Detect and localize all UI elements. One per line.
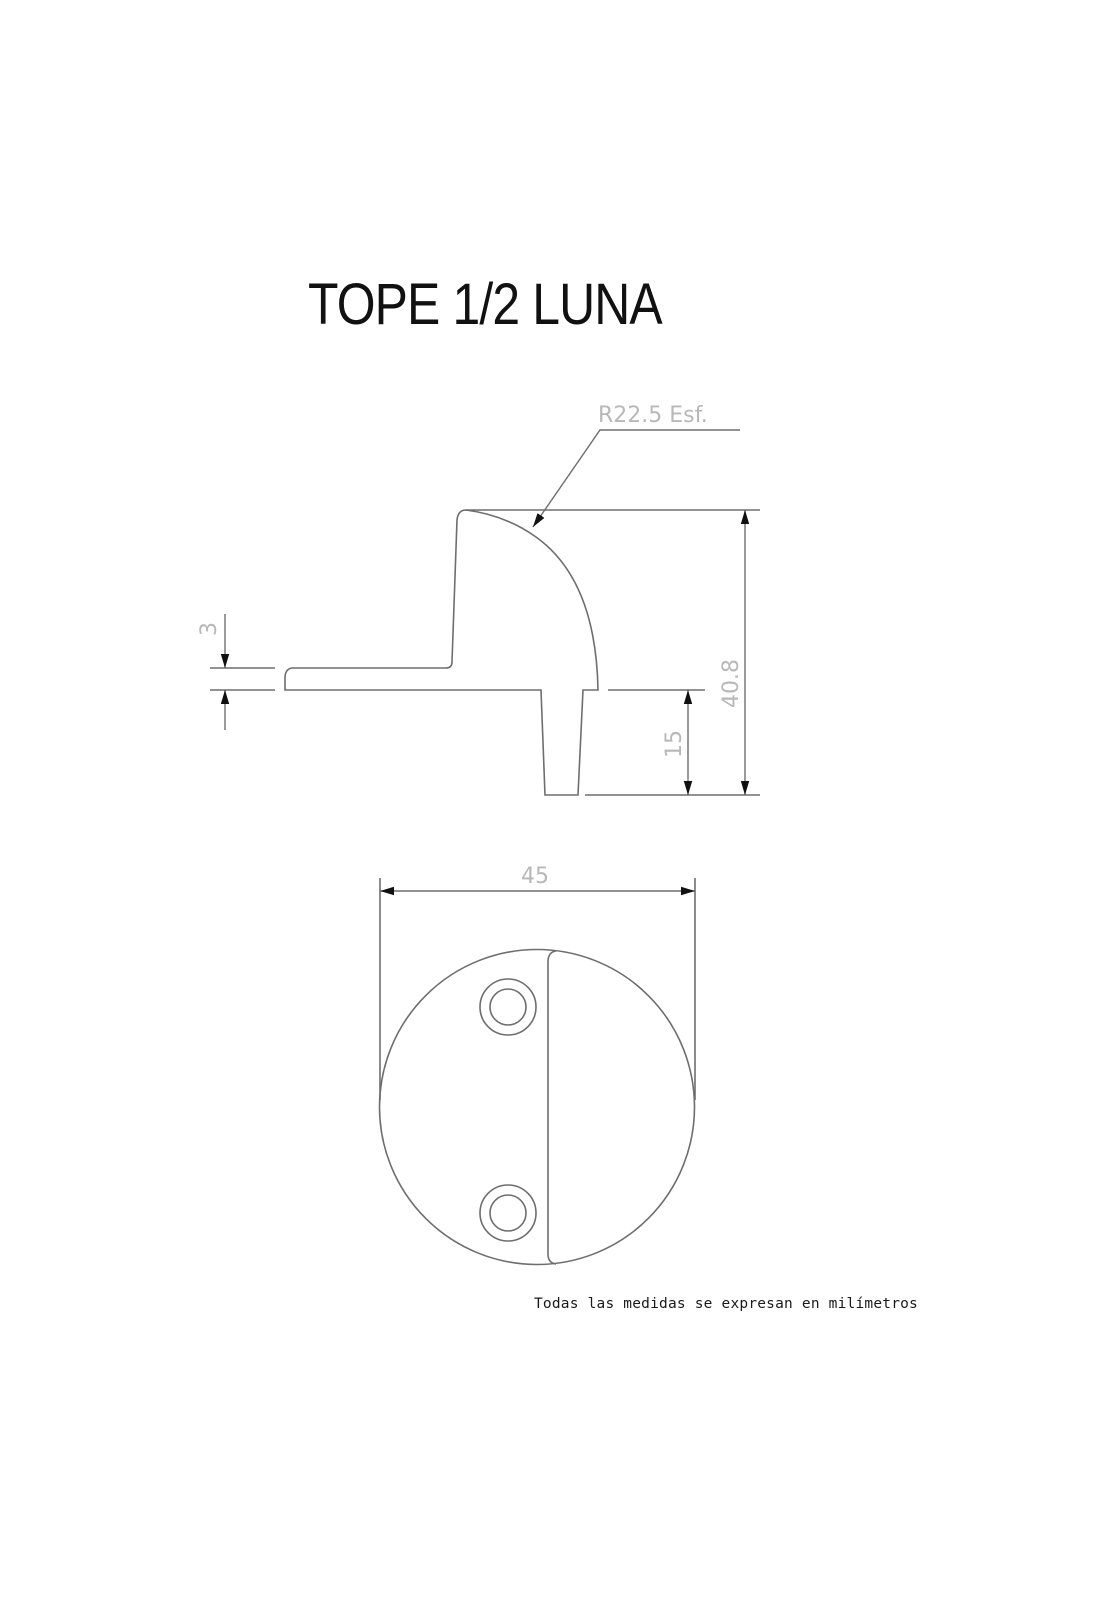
- svg-text:40.8: 40.8: [719, 659, 744, 708]
- svg-text:3: 3: [197, 622, 222, 636]
- side-view: [210, 509, 760, 796]
- screw-hole-bottom-inner: [489, 1194, 527, 1232]
- dimension-diameter: 45: [380, 864, 695, 896]
- dimension-pin-height: 15: [662, 690, 693, 795]
- half-moon-divider: [547, 950, 557, 1265]
- dimension-lip-thickness: 3: [197, 614, 230, 730]
- svg-text:45: 45: [521, 864, 549, 889]
- units-footnote: Todas las medidas se expresan en milímet…: [534, 1296, 918, 1312]
- radius-leader: R22.5 Esf.: [532, 403, 740, 528]
- svg-text:15: 15: [662, 730, 687, 758]
- side-profile-outline: [284, 509, 599, 796]
- dimension-total-height: 40.8: [719, 510, 750, 795]
- radius-label: R22.5 Esf.: [598, 403, 708, 428]
- screw-hole-top-inner: [489, 988, 527, 1026]
- drawing-title: TOPE 1/2 LUNA: [308, 272, 663, 337]
- screw-hole-bottom-outer: [479, 1184, 537, 1242]
- screw-hole-top-outer: [479, 978, 537, 1036]
- top-view: [378, 878, 696, 1266]
- base-circle: [378, 948, 696, 1266]
